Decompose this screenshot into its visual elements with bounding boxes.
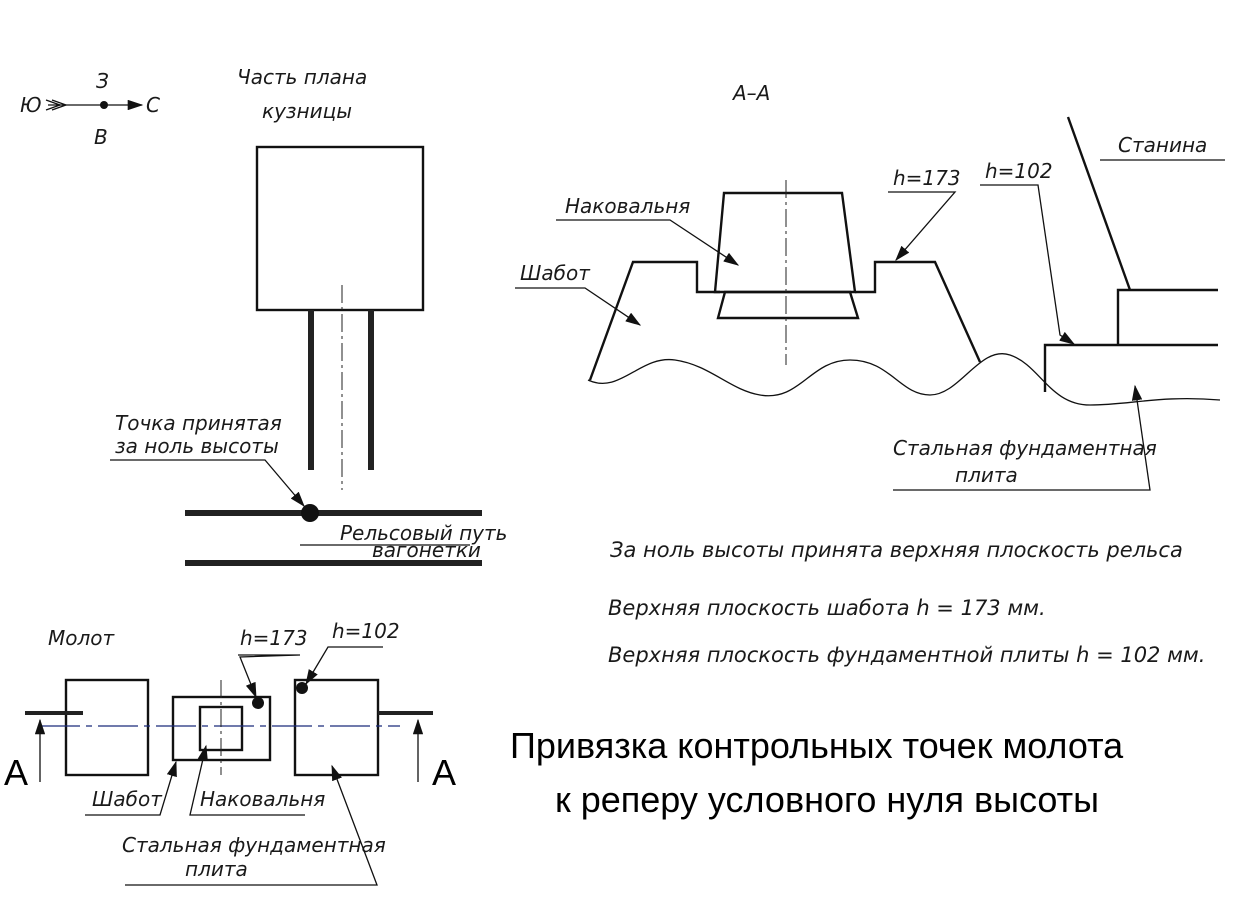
arrow-tail-icon	[45, 99, 68, 111]
compass-south: Ю	[20, 93, 42, 117]
hammer-block	[255, 145, 425, 312]
plan-anvil-label: Наковальня	[200, 787, 325, 811]
zero-label-1: Точка принятая	[115, 411, 282, 435]
frame-line	[1066, 116, 1132, 291]
note-1: За ноль высоты принята верхняя плоскость…	[610, 538, 1183, 562]
h102-label: h=102	[985, 159, 1053, 183]
compass-dot	[100, 101, 108, 109]
compass-west: З	[96, 69, 109, 93]
frame-label: Станина	[1118, 133, 1207, 157]
rail-label-1: Рельсовый путь	[340, 521, 507, 545]
compass-north: С	[146, 93, 160, 117]
point-h173	[252, 697, 264, 709]
anvil-leader	[556, 219, 740, 266]
plan-title-1: Часть плана	[237, 65, 367, 89]
h173-leader	[888, 191, 957, 261]
shabot-left	[588, 260, 720, 381]
plate-label-1: Стальная фундаментная	[893, 436, 1157, 460]
note-3: Верхняя плоскость фундаментной плиты h =…	[608, 643, 1205, 667]
plate-label-2: плита	[955, 463, 1018, 487]
break-line	[587, 353, 1221, 406]
caption-line-2: к реперу условного нуля высоты	[555, 779, 1099, 820]
plan-h173-leader	[238, 654, 301, 699]
point-h102	[296, 682, 308, 694]
zero-label-2: за ноль высоты	[115, 434, 279, 458]
plan-shabot-label: Шабот	[92, 787, 163, 811]
section-a-a: А–А Наковальня Шабот h=173 h=102 Станина…	[515, 81, 1225, 491]
compass: Ю З В С	[20, 69, 160, 149]
anvil	[713, 191, 857, 294]
caption-line-1: Привязка контрольных точек молота	[510, 725, 1124, 766]
plan-plate-label-1: Стальная фундаментная	[122, 833, 386, 857]
plan-anvil-leader	[189, 744, 305, 816]
h102-leader	[980, 184, 1076, 345]
hammer-title: Молот	[48, 626, 116, 650]
plate-box	[293, 678, 380, 777]
zero-point	[301, 504, 319, 522]
plan-h173-label: h=173	[240, 626, 308, 650]
zero-leader	[110, 459, 305, 507]
hammer-plan: Молот А А h=173 h=102 Шабот Наковальня С…	[4, 619, 456, 886]
notes: За ноль высоты принята верхняя плоскость…	[608, 538, 1205, 667]
section-title: А–А	[731, 81, 770, 105]
anvil-label: Наковальня	[565, 194, 690, 218]
plate-leader	[893, 384, 1151, 491]
frame-block	[1116, 288, 1218, 345]
shabot-label: Шабот	[520, 261, 591, 285]
note-2: Верхняя плоскость шабота h = 173 мм.	[608, 596, 1046, 620]
plan-h102-label: h=102	[332, 619, 400, 643]
plan-title-2: кузницы	[262, 99, 352, 123]
compass-east: В	[94, 125, 108, 149]
hammer-left-box	[64, 678, 150, 777]
section-mark-right: А	[432, 752, 456, 793]
forge-plan: Часть плана кузницы Точка принятая за но…	[110, 65, 507, 566]
shabot-right	[855, 260, 982, 363]
foundation-plate	[1043, 343, 1218, 392]
plan-shabot-leader	[85, 760, 177, 816]
h173-label: h=173	[893, 166, 961, 190]
plan-h102-leader	[305, 646, 383, 686]
anvil-base	[716, 290, 860, 320]
rail-label-2: вагонетки	[372, 538, 481, 562]
plan-plate-label-2: плита	[185, 857, 248, 881]
section-mark-left: А	[4, 752, 28, 793]
plan-plate-leader	[125, 764, 378, 886]
shabot-leader	[515, 287, 642, 326]
